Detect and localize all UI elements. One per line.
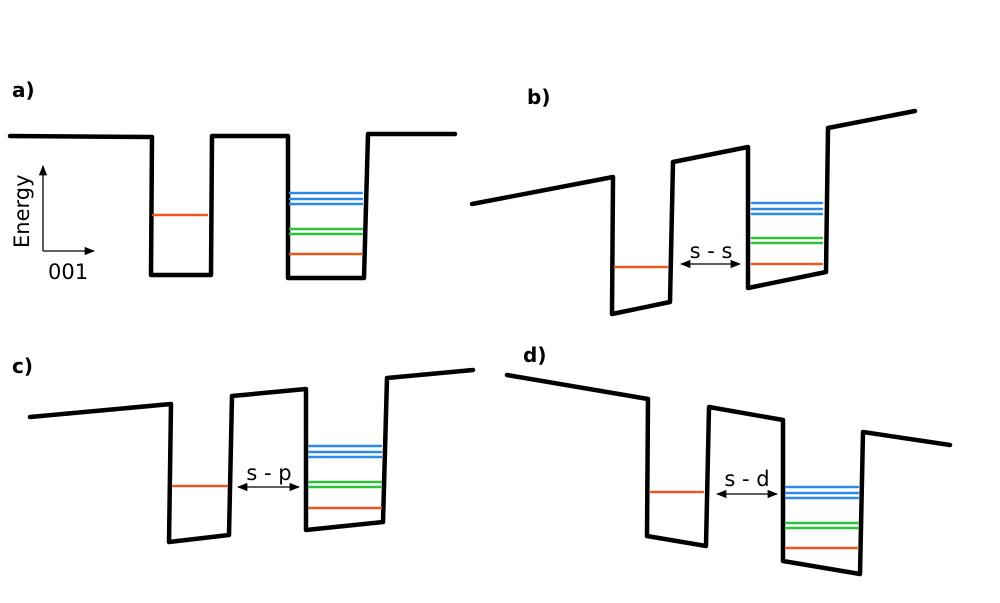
panel-d: d) s - d — [504, 343, 953, 577]
panel-b-band-edge — [469, 108, 918, 317]
panel-c-label: c) — [12, 354, 33, 378]
panel-d-label: d) — [523, 343, 546, 367]
energy-axis-label: Energy — [10, 174, 34, 248]
panel-d-band-edge — [504, 372, 953, 577]
panel-c-band-edge — [27, 367, 476, 545]
panel-d-coupling-label: s - d — [724, 467, 769, 491]
panel-a-band-edge — [7, 131, 458, 281]
panel-c: c) s - p — [12, 354, 476, 545]
panel-b-label: b) — [527, 85, 550, 109]
axes-indicator: Energy 001 — [10, 164, 96, 284]
panel-b: b) s - s — [469, 85, 918, 317]
direction-axis-label: 001 — [48, 260, 88, 284]
panel-a: a) Energy 001 — [7, 78, 458, 284]
panel-a-label: a) — [12, 78, 35, 102]
panel-b-coupling-label: s - s — [690, 239, 733, 263]
panel-c-coupling-label: s - p — [246, 461, 291, 485]
